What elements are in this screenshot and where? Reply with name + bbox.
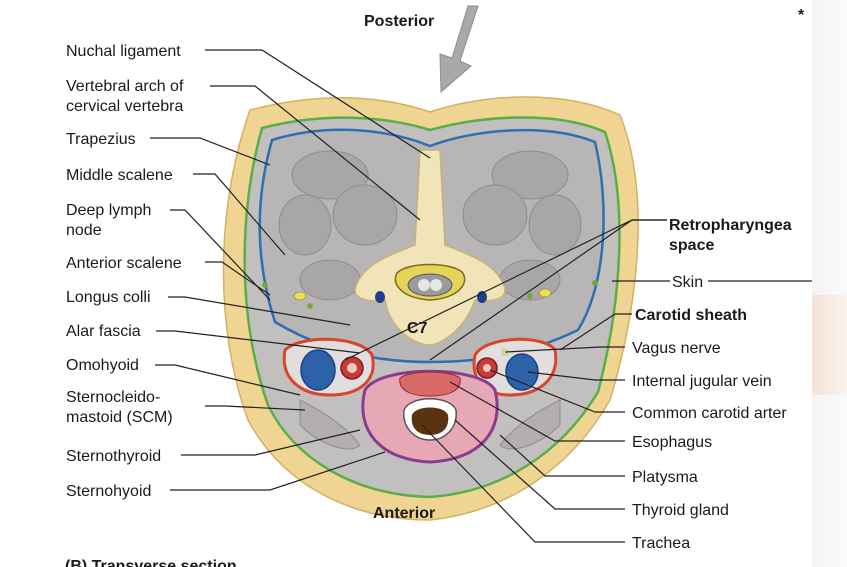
label-retropharyngeal-line1: Retropharyngea <box>669 217 792 234</box>
figure-caption: (B) Transverse section <box>65 558 237 567</box>
label-platysma: Platysma <box>632 469 698 486</box>
right-edge-panel <box>812 0 847 567</box>
label-sternothyroid: Sternothyroid <box>66 448 161 465</box>
label-deep-lymph-line1: Deep lymph <box>66 202 151 219</box>
label-carotid-sheath: Carotid sheath <box>635 307 747 324</box>
label-omohyoid: Omohyoid <box>66 357 139 374</box>
label-esophagus: Esophagus <box>632 434 712 451</box>
label-scm-line2: mastoid (SCM) <box>66 409 173 426</box>
label-deep-lymph-line2: node <box>66 222 102 239</box>
label-sternohyoid: Sternohyoid <box>66 483 151 500</box>
label-trachea: Trachea <box>632 535 690 552</box>
visceral-compartment <box>361 369 499 464</box>
label-alar-fascia: Alar fascia <box>66 323 141 340</box>
posterior-arrow <box>439 5 479 94</box>
label-thyroid-gland: Thyroid gland <box>632 502 729 519</box>
label-trapezius: Trapezius <box>66 131 136 148</box>
label-middle-scalene: Middle scalene <box>66 167 173 184</box>
anterior-label: Anterior <box>373 505 435 522</box>
label-scm-line1: Sternocleido- <box>66 389 160 406</box>
deep-lymph-nodes <box>262 280 598 309</box>
left-leader-lines <box>150 49 431 491</box>
label-vertebral-arch-line2: cervical vertebra <box>66 98 183 115</box>
strap-muscles <box>299 399 561 450</box>
label-common-carotid-artery: Common carotid arter <box>632 405 787 422</box>
label-skin: Skin <box>672 274 703 291</box>
posterior-label: Posterior <box>364 13 434 30</box>
label-retropharyngeal-line2: space <box>669 237 714 254</box>
label-anterior-scalene: Anterior scalene <box>66 255 182 272</box>
right-leader-lines <box>344 219 812 543</box>
label-vagus-nerve: Vagus nerve <box>632 340 721 357</box>
right-labels: Retropharyngea space Skin Carotid sheath… <box>632 217 792 552</box>
label-longus-colli: Longus colli <box>66 289 151 306</box>
c7-vertebra <box>354 149 506 346</box>
label-nuchal-ligament: Nuchal ligament <box>66 43 181 60</box>
deep-neck-muscles <box>278 150 582 301</box>
right-carotid-sheath <box>472 337 558 397</box>
right-edge-panel-tint <box>812 295 847 395</box>
left-labels: Nuchal ligament Vertebral arch of cervic… <box>66 43 184 500</box>
label-vertebral-arch-line1: Vertebral arch of <box>66 78 184 95</box>
left-carotid-sheath <box>282 337 375 397</box>
label-internal-jugular-vein: Internal jugular vein <box>632 373 772 390</box>
vertebra-level-label: C7 <box>407 320 428 337</box>
corner-asterisk: * <box>798 7 805 24</box>
